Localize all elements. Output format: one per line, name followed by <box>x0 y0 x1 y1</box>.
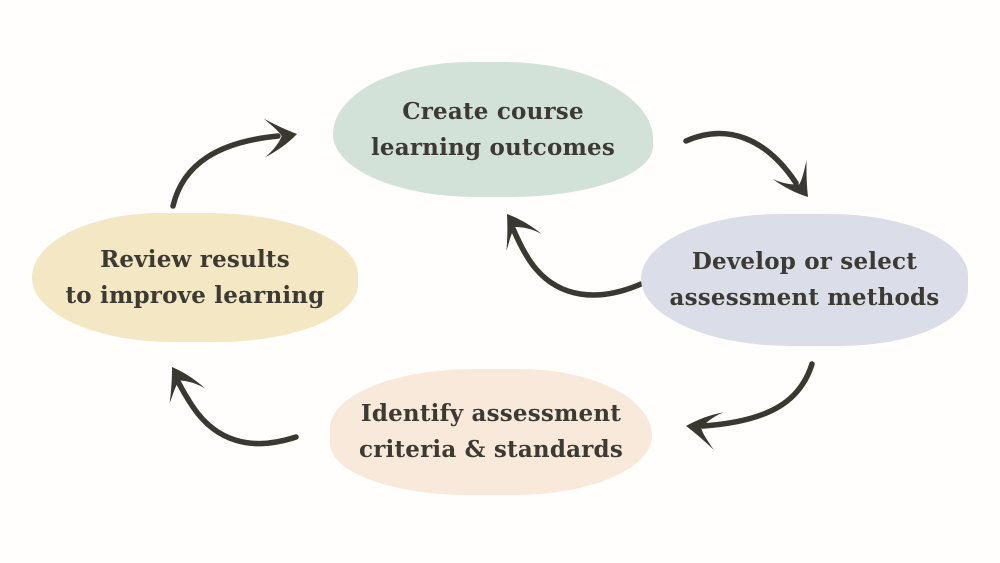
arrow-create-to-develop-shaft <box>683 130 799 186</box>
node-label-line: Review results <box>100 245 290 273</box>
node-label-line: criteria & standards <box>359 436 623 463</box>
node-label-line: learning outcomes <box>370 133 615 161</box>
node-review-results-to-improve-learning: Review results to improve learning <box>32 213 358 342</box>
arrow-identify-to-review-shaft <box>172 372 299 447</box>
node-label-line: assessment methods <box>669 284 940 311</box>
node-label-line: to improve learning <box>65 281 325 309</box>
node-label-line: Identify assessment <box>360 400 622 427</box>
node-develop-or-select-assessment-methods: Develop or select assessment methods <box>641 214 968 346</box>
arrow-develop-to-identify-head <box>683 407 724 451</box>
node-create-course-learning-outcomes: Create course learning outcomes <box>333 62 653 197</box>
arrow-develop-to-identify-shaft <box>700 361 815 429</box>
arrow-develop-to-create-shaft <box>508 221 644 298</box>
node-label-line: Create course <box>402 97 584 125</box>
node-identify-assessment-criteria-standards: Identify assessment criteria & standards <box>330 369 652 495</box>
node-label-line: Develop or select <box>691 248 918 275</box>
arrow-review-to-create-shaft <box>170 133 281 209</box>
